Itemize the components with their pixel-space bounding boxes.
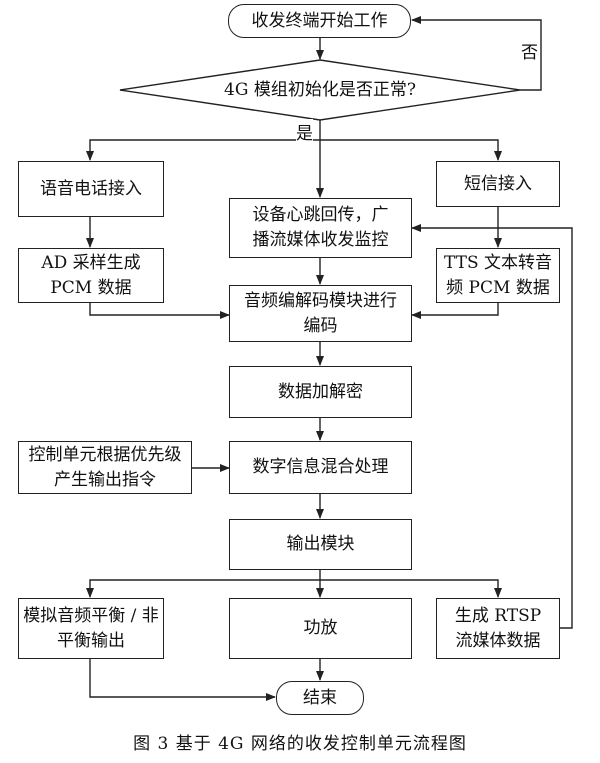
yes-label: 是 <box>296 119 313 144</box>
figure-caption: 图 3 基于 4G 网络的收发控制单元流程图 <box>133 734 467 754</box>
rtsp-node: 生成 RTSP 流媒体数据 <box>436 598 560 659</box>
no-label: 否 <box>521 38 538 63</box>
edge-yes-left <box>86 139 320 161</box>
start-node: 收发终端开始工作 <box>228 4 411 38</box>
codec-node: 音频编解码模块进行编码 <box>229 285 412 342</box>
edge-tts-codec <box>411 303 499 319</box>
decision-node: 4G 模组初始化是否正常? <box>224 80 416 100</box>
edge-rtsp-heartbeat <box>411 224 573 629</box>
control-node: 控制单元根据优先级产生输出指令 <box>18 441 192 494</box>
edge-analog-end <box>89 659 276 701</box>
output-node: 输出模块 <box>229 519 412 570</box>
ad-node: AD 采样生成 PCM 数据 <box>18 248 164 303</box>
heartbeat-node: 设备心跳回传，广播流媒体收发监控 <box>229 198 412 258</box>
amp-node: 功放 <box>229 598 412 659</box>
edge-yes-right <box>320 139 502 161</box>
sms-node: 短信接入 <box>436 161 560 207</box>
mix-node: 数字信息混合处理 <box>229 441 412 494</box>
edge-no-loop <box>411 16 542 91</box>
end-node: 结束 <box>276 681 364 715</box>
edge-ad-codec <box>89 303 230 319</box>
analog-node: 模拟音频平衡 / 非平衡输出 <box>18 598 164 659</box>
voice-node: 语音电话接入 <box>18 161 164 217</box>
tts-node: TTS 文本转音频 PCM 数据 <box>436 248 560 303</box>
edge-output-analog <box>86 579 320 598</box>
edge-output-rtsp <box>320 579 502 598</box>
crypto-node: 数据加解密 <box>229 366 412 418</box>
